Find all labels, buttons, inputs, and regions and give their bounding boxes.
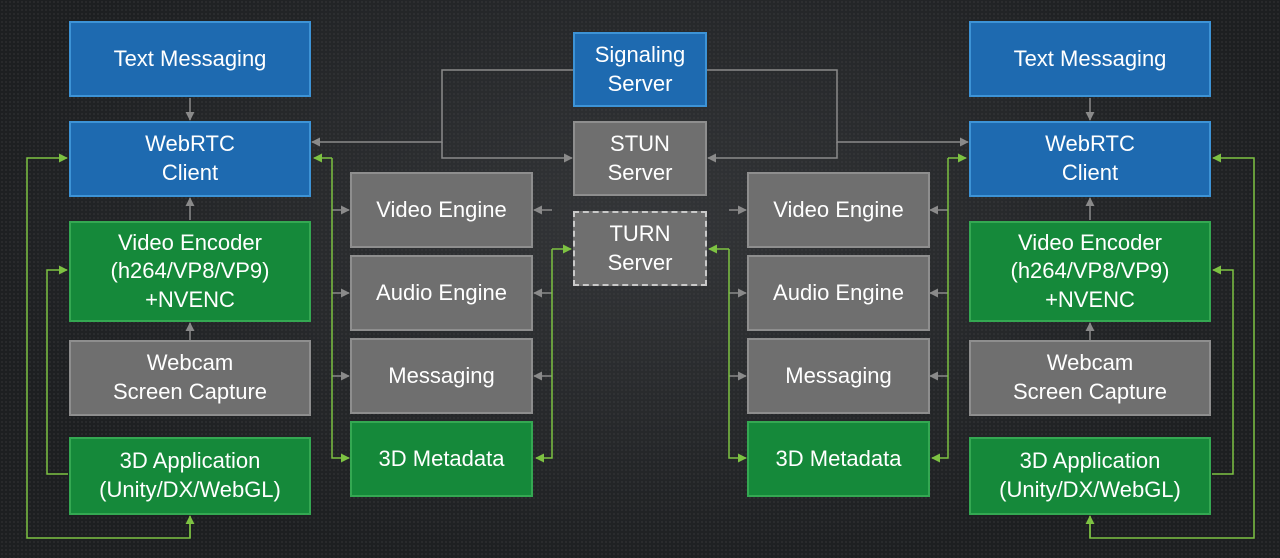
left-3d-metadata-label: 3D Metadata bbox=[378, 445, 505, 471]
right-3d-metadata-box: 3D Metadata bbox=[747, 421, 930, 497]
stun-server-box: STUN Server bbox=[573, 121, 707, 196]
right-messaging-label: Messaging bbox=[785, 362, 892, 388]
left-webcam-line2: Screen Capture bbox=[112, 379, 268, 404]
right-video-encoder-line3: +NVENC bbox=[1045, 286, 1135, 312]
left-3d-application-box: 3D Application (Unity/DX/WebGL) bbox=[69, 437, 311, 515]
arrow-right-to-stun bbox=[707, 142, 838, 163]
turn-server-box: TURN Server bbox=[573, 211, 707, 286]
right-webcam-line1: Webcam bbox=[1046, 350, 1134, 376]
left-video-engine-box: Video Engine bbox=[350, 172, 533, 248]
left-webcam-line1: Webcam bbox=[146, 350, 234, 376]
arrow-left-to-stun bbox=[441, 142, 573, 163]
right-webcam-line2: Screen Capture bbox=[1012, 379, 1168, 404]
signaling-server-box: Signaling Server bbox=[573, 32, 707, 107]
left-messaging-box: Messaging bbox=[350, 338, 533, 414]
left-webcam-box: Webcam Screen Capture bbox=[69, 340, 311, 416]
turn-server-line2: Server bbox=[607, 249, 673, 275]
right-3d-metadata-label: 3D Metadata bbox=[775, 445, 902, 471]
signaling-server-line2: Server bbox=[607, 70, 673, 96]
left-audio-engine-box: Audio Engine bbox=[350, 255, 533, 331]
right-video-engine-label: Video Engine bbox=[773, 196, 904, 222]
green-loop-left-inner bbox=[46, 265, 68, 475]
green-loop-right-inner bbox=[1212, 265, 1234, 475]
arrow-signaling-to-left-client bbox=[311, 69, 573, 147]
right-webrtc-client-box: WebRTC Client bbox=[969, 121, 1211, 197]
left-video-encoder-line3: +NVENC bbox=[145, 286, 235, 312]
left-webrtc-client-box: WebRTC Client bbox=[69, 121, 311, 197]
left-video-encoder-box: Video Encoder (h264/VP8/VP9) +NVENC bbox=[69, 221, 311, 322]
right-3d-application-box: 3D Application (Unity/DX/WebGL) bbox=[969, 437, 1211, 515]
right-3d-application-line2: (Unity/DX/WebGL) bbox=[999, 477, 1181, 502]
right-3d-application-line1: 3D Application bbox=[1019, 448, 1161, 474]
arrow-signaling-to-right-client bbox=[707, 69, 969, 147]
left-video-encoder-line2: (h264/VP8/VP9) bbox=[110, 258, 270, 284]
green-bus-right-turn bbox=[728, 249, 747, 463]
left-3d-application-line2: (Unity/DX/WebGL) bbox=[99, 477, 281, 502]
green-bus-right-client bbox=[931, 158, 949, 463]
left-video-encoder-line1: Video Encoder bbox=[118, 229, 262, 255]
left-3d-application-line1: 3D Application bbox=[119, 448, 261, 474]
right-messaging-box: Messaging bbox=[747, 338, 930, 414]
right-webcam-box: Webcam Screen Capture bbox=[969, 340, 1211, 416]
green-bus-left-client bbox=[331, 158, 350, 463]
right-video-encoder-box: Video Encoder (h264/VP8/VP9) +NVENC bbox=[969, 221, 1211, 322]
green-bus-left-turn bbox=[535, 249, 553, 463]
stun-server-line1: STUN bbox=[610, 130, 670, 156]
right-text-messaging-box: Text Messaging bbox=[969, 21, 1211, 97]
turn-server-line1: TURN bbox=[609, 220, 671, 246]
left-3d-metadata-box: 3D Metadata bbox=[350, 421, 533, 497]
left-messaging-label: Messaging bbox=[388, 362, 495, 388]
right-audio-engine-label: Audio Engine bbox=[773, 279, 904, 305]
left-text-messaging-label: Text Messaging bbox=[113, 45, 267, 71]
left-webrtc-client-line2: Client bbox=[161, 160, 219, 185]
right-webrtc-client-line2: Client bbox=[1061, 160, 1119, 185]
signaling-server-line1: Signaling bbox=[594, 41, 686, 67]
left-audio-engine-label: Audio Engine bbox=[376, 279, 507, 305]
right-video-encoder-line1: Video Encoder bbox=[1018, 229, 1162, 255]
right-text-messaging-label: Text Messaging bbox=[1013, 45, 1167, 71]
right-webrtc-client-line1: WebRTC bbox=[1045, 131, 1135, 157]
left-video-engine-label: Video Engine bbox=[376, 196, 507, 222]
right-video-engine-box: Video Engine bbox=[747, 172, 930, 248]
right-video-encoder-line2: (h264/VP8/VP9) bbox=[1010, 258, 1170, 284]
left-text-messaging-box: Text Messaging bbox=[69, 21, 311, 97]
left-webrtc-client-line1: WebRTC bbox=[145, 131, 235, 157]
right-audio-engine-box: Audio Engine bbox=[747, 255, 930, 331]
stun-server-line2: Server bbox=[607, 159, 673, 185]
